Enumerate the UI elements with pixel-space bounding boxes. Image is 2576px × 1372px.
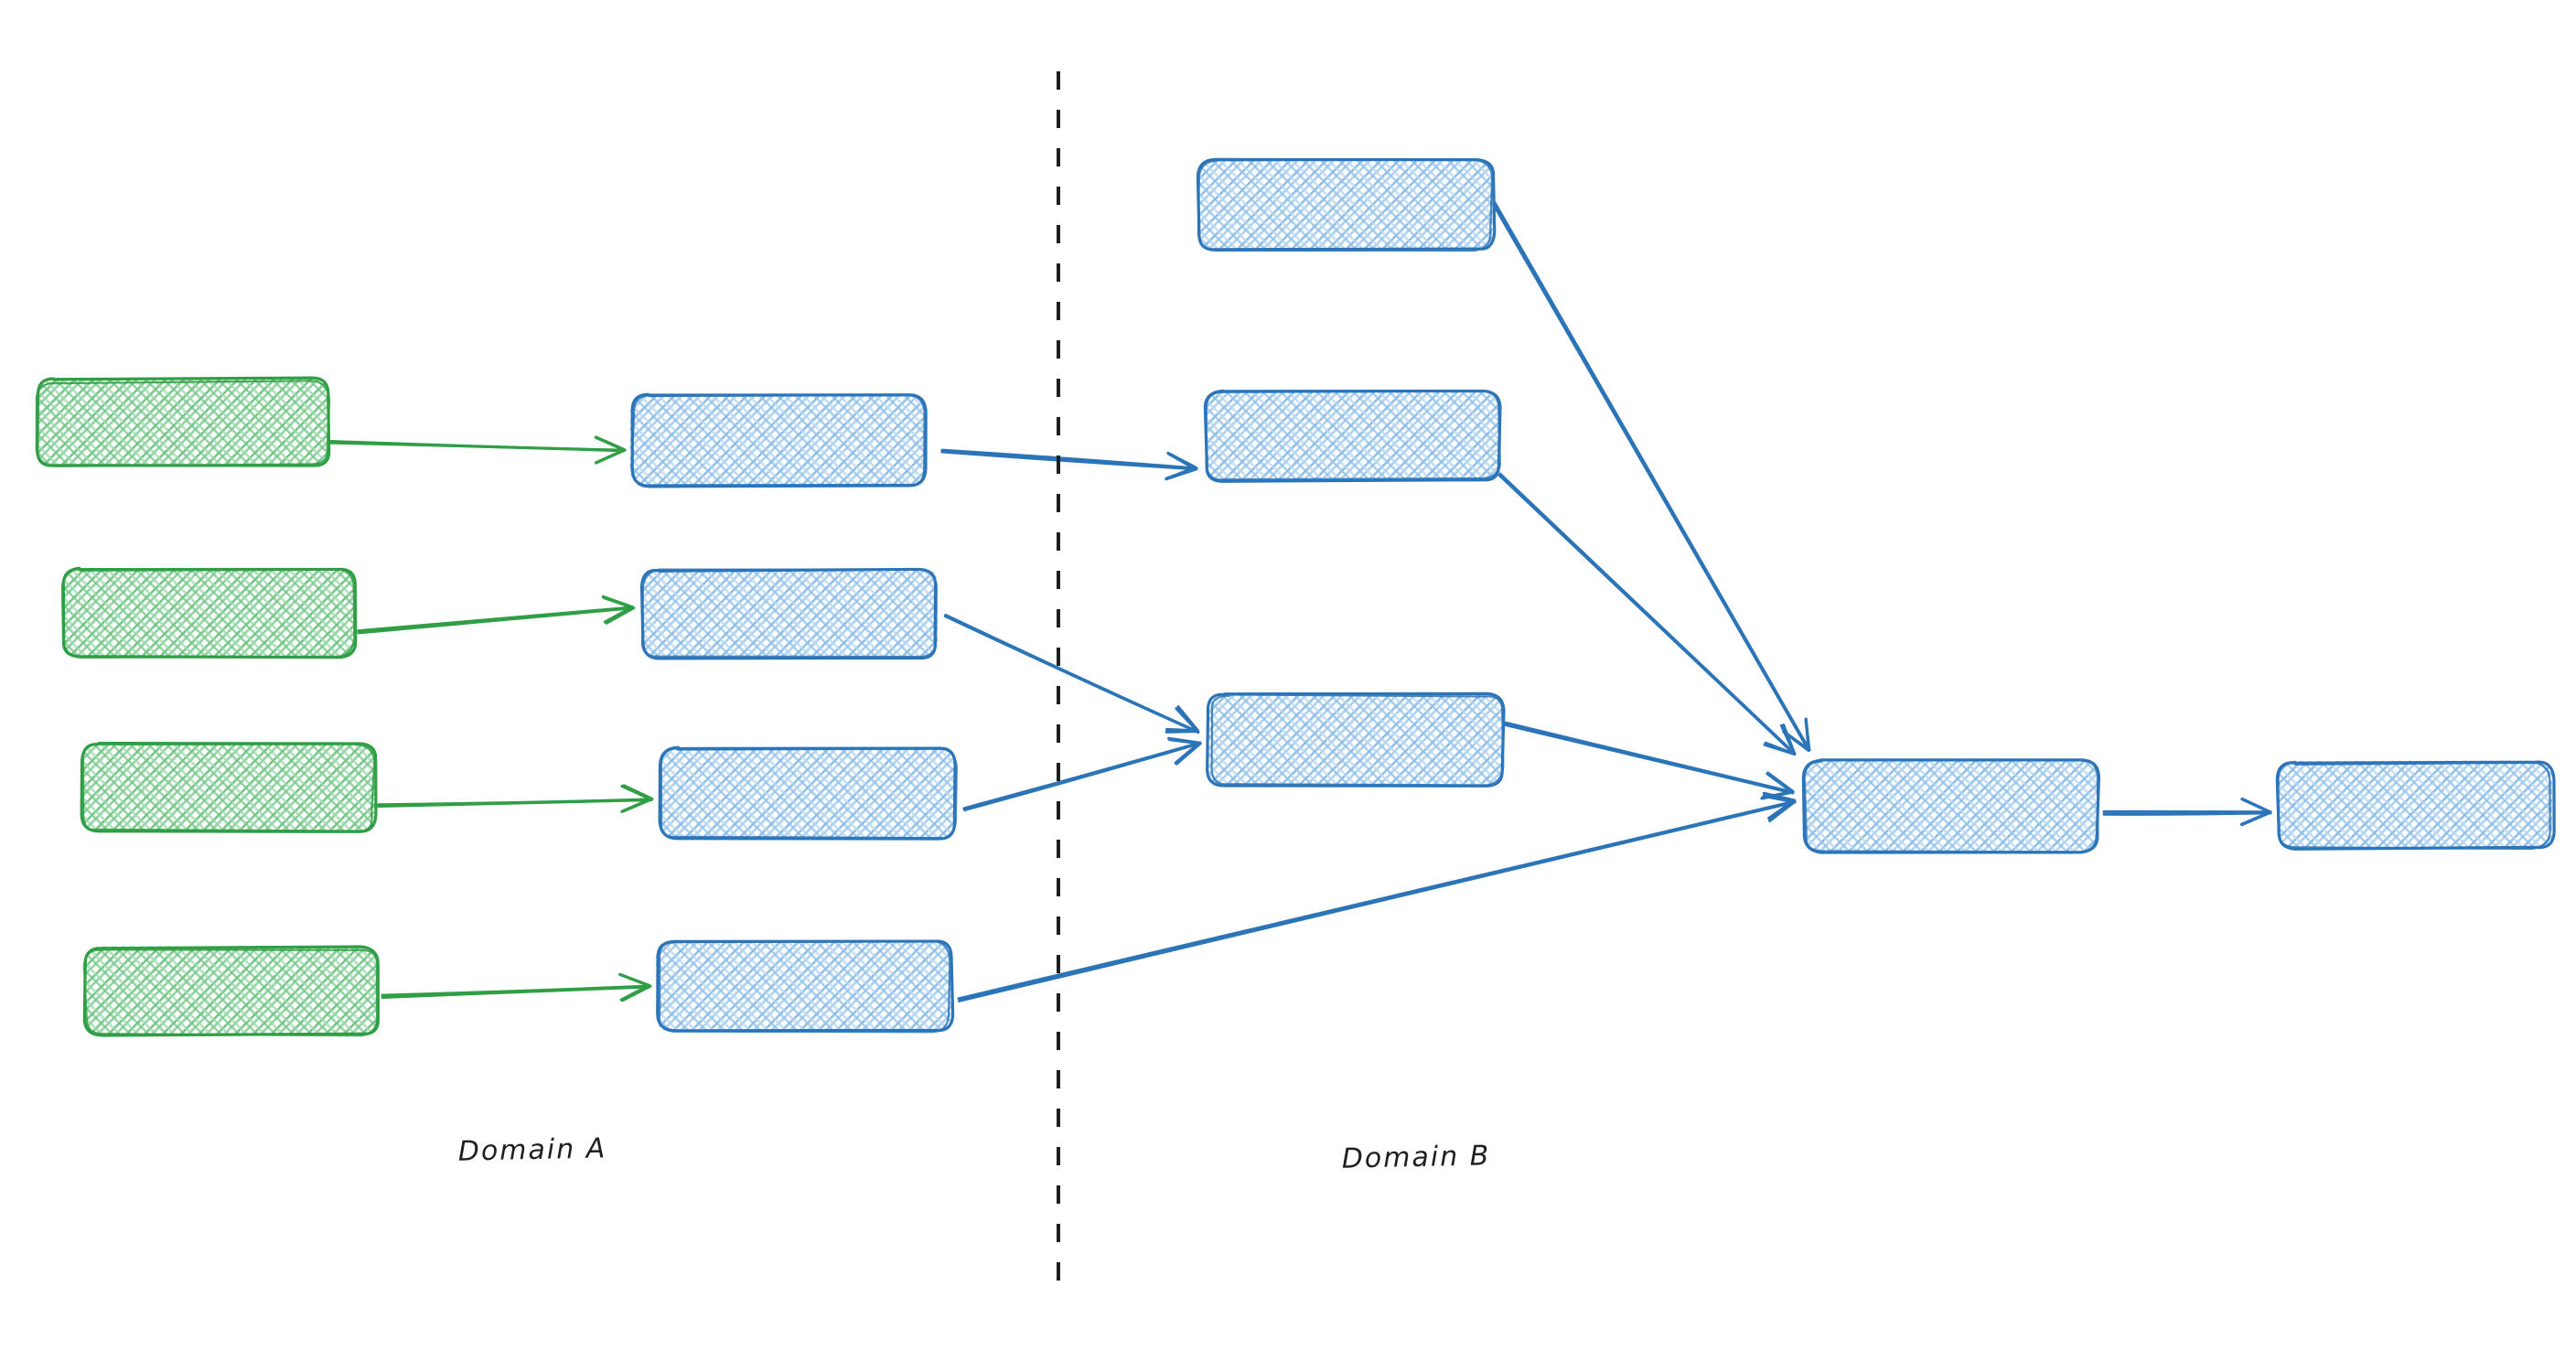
node-a-mid-3[interactable]: [658, 745, 958, 841]
node-a-src-2[interactable]: [60, 566, 358, 659]
edge-e1: [329, 435, 627, 465]
label-domain-b: Domain B: [1341, 1140, 1491, 1175]
node-a-src-3[interactable]: [80, 742, 378, 833]
edge-e12: [2102, 797, 2272, 827]
node-b-mid-2[interactable]: [1206, 691, 1506, 788]
edges-layer: [329, 201, 2272, 1002]
label-domain-a: Domain A: [457, 1132, 607, 1168]
node-a-src-1[interactable]: [35, 376, 331, 467]
node-b-out[interactable]: [2275, 760, 2556, 851]
node-b-hub[interactable]: [1801, 758, 2101, 854]
edge-e2: [357, 595, 636, 635]
edge-e4: [381, 972, 652, 1002]
edge-e7: [962, 736, 1202, 811]
node-a-mid-1[interactable]: [629, 392, 928, 488]
edge-e8: [957, 791, 1797, 1002]
edge-e6: [943, 613, 1200, 734]
node-b-top[interactable]: [1196, 157, 1497, 252]
node-a-mid-2[interactable]: [639, 567, 939, 660]
node-b-mid-1[interactable]: [1203, 389, 1502, 483]
edge-e10: [1497, 472, 1797, 756]
node-a-src-4[interactable]: [82, 945, 380, 1037]
edge-e5: [940, 448, 1198, 481]
edge-e11: [1503, 721, 1795, 800]
node-a-mid-4[interactable]: [655, 939, 955, 1034]
nodes-layer: [35, 157, 2556, 1037]
edge-e3: [377, 784, 654, 813]
edge-e9: [1491, 201, 1811, 753]
